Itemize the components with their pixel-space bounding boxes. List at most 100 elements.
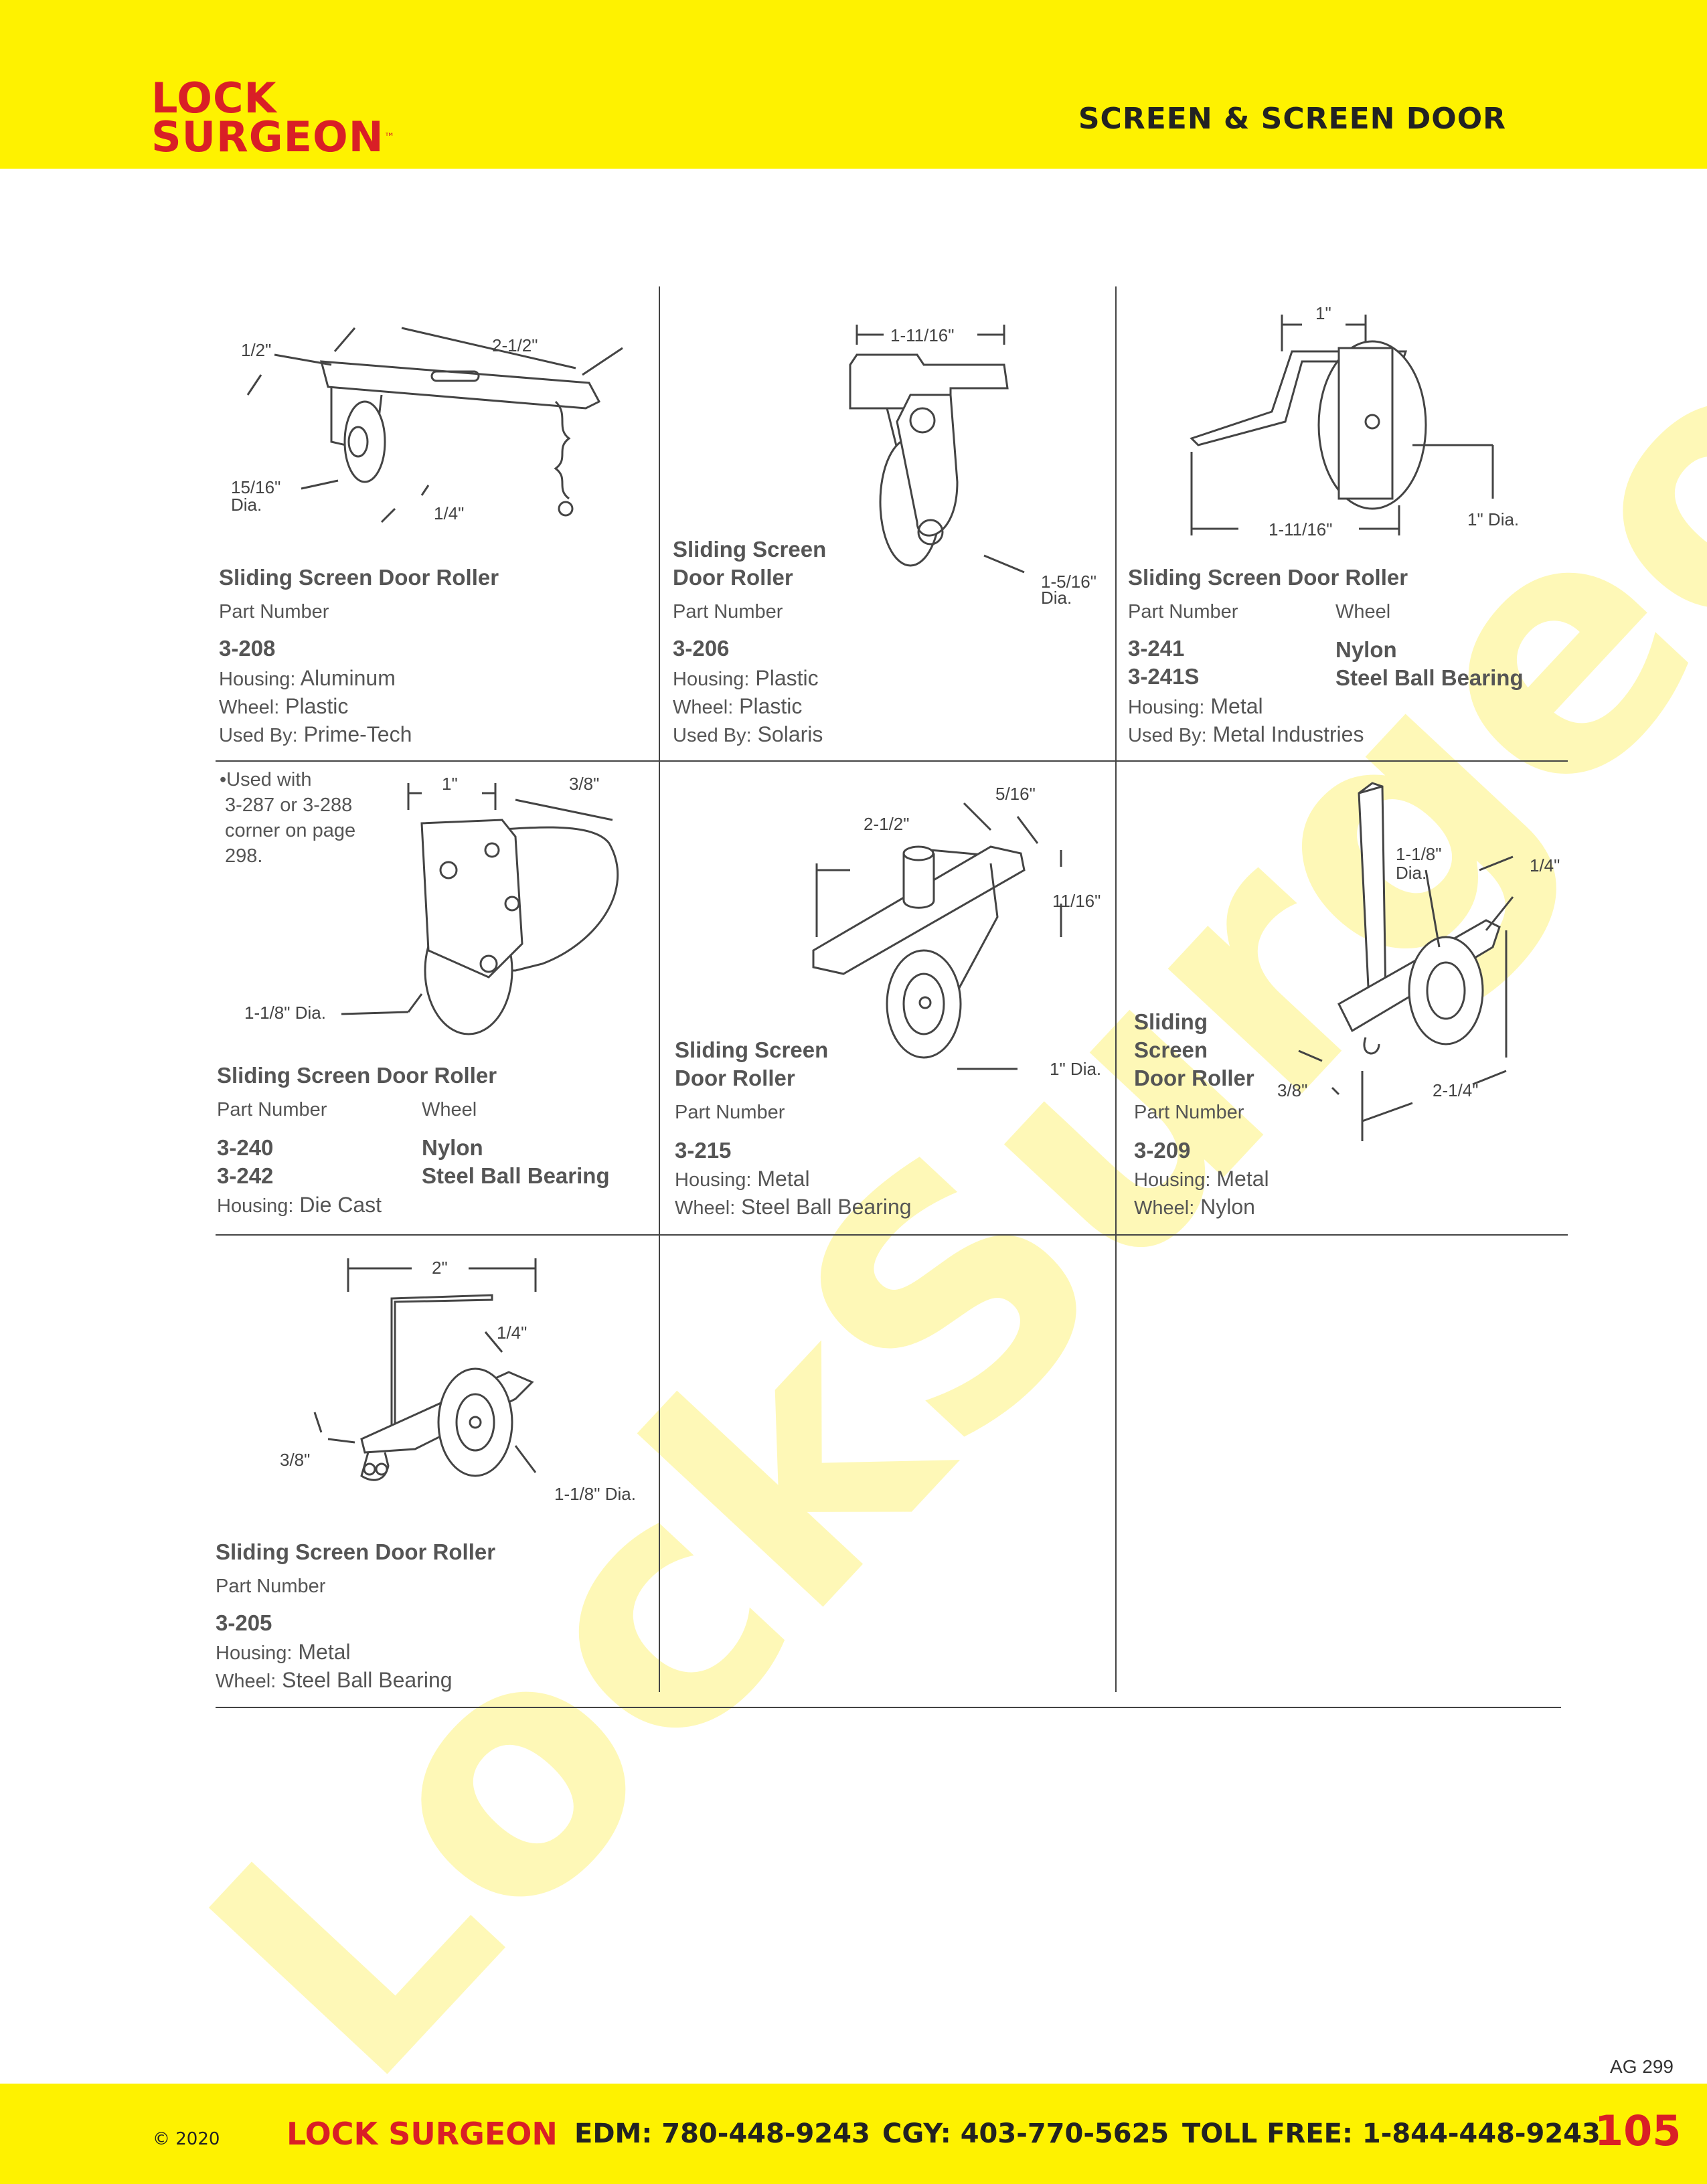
- dim-label: 1": [1315, 303, 1331, 323]
- edmonton-phone: EDM: 780-448-9243: [574, 2118, 870, 2149]
- spec-key: Housing:: [1134, 1169, 1211, 1191]
- dim-label: 1-5/16": [1041, 572, 1096, 592]
- part-number-label: Part Number: [219, 601, 329, 622]
- spec-value: Plastic: [755, 666, 819, 690]
- spec-row: Wheel: Steel Ball Bearing: [675, 1193, 912, 1222]
- part-number: 3-242: [217, 1163, 274, 1188]
- product-title-line-1: Sliding: [1134, 1009, 1208, 1034]
- row-divider-3: [216, 1707, 1561, 1708]
- spec-key: Wheel:: [219, 697, 280, 718]
- spec-value: Metal Industries: [1212, 722, 1364, 746]
- wheel-type: Steel Ball Bearing: [422, 1163, 610, 1188]
- column-divider-1: [659, 286, 660, 1692]
- column-divider-2: [1115, 286, 1117, 1692]
- spec-key: Housing:: [216, 1643, 293, 1664]
- part-number-label: Part Number: [216, 1576, 326, 1597]
- page-number: 105: [1595, 2106, 1682, 2155]
- product-title: Sliding Screen Door Roller: [217, 1063, 497, 1088]
- lock-surgeon-logo: LOCK SURGEON™: [151, 78, 396, 158]
- spec-value: Steel Ball Bearing: [741, 1195, 912, 1219]
- roller-3-206-drawing: 1-11/16" 1-5/16" Dia.: [830, 315, 1096, 608]
- dim-label: Dia.: [1041, 588, 1072, 608]
- dim-label: 2-1/2": [492, 335, 538, 355]
- part-number-label: Part Number: [1128, 601, 1238, 622]
- product-title-line-2: Door Roller: [673, 565, 793, 590]
- row-divider-1: [216, 760, 1568, 762]
- spec-value: Metal: [298, 1640, 351, 1664]
- spec-value: Prime-Tech: [303, 722, 412, 746]
- spec-row: Wheel: Steel Ball Bearing: [216, 1666, 453, 1695]
- page-header: LOCK SURGEON™ SCREEN & SCREEN DOOR: [0, 0, 1707, 169]
- product-title-line-3: Door Roller: [1134, 1066, 1254, 1090]
- spec-value: Plastic: [739, 694, 803, 718]
- spec-row: Used By: Prime-Tech: [219, 720, 412, 750]
- spec-key: Wheel:: [673, 697, 734, 718]
- spec-key: Housing:: [1128, 697, 1205, 718]
- roller-3-215-drawing: 2-1/2" 5/16" 11/16" 1" Dia.: [812, 784, 1101, 1079]
- dim-label: 1/4": [497, 1323, 527, 1343]
- wheel-label: Wheel: [1335, 601, 1391, 622]
- dim-label: 1/4": [434, 503, 464, 523]
- wheel-type: Steel Ball Bearing: [1335, 665, 1524, 690]
- spec-row: Wheel: Plastic: [673, 692, 802, 722]
- part-number-label: Part Number: [673, 601, 783, 622]
- spec-key: Housing:: [675, 1169, 752, 1191]
- spec-value: Die Cast: [299, 1193, 382, 1217]
- part-number: 3-241: [1128, 636, 1185, 661]
- product-title: Sliding Screen Door Roller: [219, 565, 499, 590]
- spec-key: Wheel:: [1134, 1197, 1195, 1219]
- spec-key: Wheel:: [216, 1671, 276, 1692]
- usage-note-line: 298.: [225, 845, 263, 867]
- product-title-line-1: Sliding Screen: [675, 1037, 829, 1062]
- roller-3-205-drawing: 2" 1/4" 3/8" 1-1/8" Dia.: [280, 1258, 636, 1504]
- roller-3-241-drawing: 1" 1-11/16" 1" Dia.: [1190, 303, 1519, 539]
- dim-label: 15/16": [231, 477, 280, 497]
- spec-row: Housing: Metal: [1134, 1165, 1269, 1194]
- part-number: 3-205: [216, 1610, 272, 1635]
- trademark-symbol: ™: [384, 131, 396, 143]
- spec-row: Used By: Metal Industries: [1128, 720, 1364, 750]
- logo-line-2: SURGEON™: [151, 116, 396, 158]
- part-number-label: Part Number: [217, 1099, 327, 1120]
- dim-label: 1": [442, 774, 458, 794]
- spec-key: Used By:: [673, 725, 752, 746]
- toll-free-phone: TOLL FREE: 1-844-448-9243: [1182, 2118, 1601, 2149]
- usage-note-line: corner on page: [225, 820, 356, 841]
- spec-row: Housing: Plastic: [673, 664, 819, 693]
- spec-row: Wheel: Nylon: [1134, 1193, 1255, 1222]
- part-number: 3-241S: [1128, 664, 1200, 689]
- dim-label: 3/8": [1277, 1080, 1307, 1100]
- usage-note-line: 3-287 or 3-288: [225, 794, 353, 816]
- roller-3-209-drawing: 1-1/8" Dia. 1/4" 3/8" 2-1/4": [1277, 782, 1560, 1141]
- usage-note-line: •Used with: [220, 769, 312, 790]
- spec-row: Housing: Metal: [1128, 692, 1263, 722]
- spec-row: Housing: Aluminum: [219, 664, 396, 693]
- product-title-line-2: Door Roller: [675, 1066, 795, 1090]
- wheel-label: Wheel: [422, 1099, 477, 1120]
- dim-label: Dia.: [1396, 863, 1427, 883]
- spec-value: Plastic: [285, 694, 349, 718]
- copyright: © 2020: [153, 2129, 220, 2149]
- row-divider-2: [216, 1234, 1568, 1236]
- part-number: 3-209: [1134, 1138, 1191, 1163]
- section-title: SCREEN & SCREEN DOOR: [1078, 102, 1506, 136]
- spec-key: Wheel:: [675, 1197, 736, 1219]
- roller-3-240-drawing: 1" 3/8" 1-1/8" Dia.: [244, 774, 619, 1035]
- spec-value: Nylon: [1200, 1195, 1255, 1219]
- spec-row: Wheel: Plastic: [219, 692, 348, 722]
- dim-label: 1-1/8" Dia.: [244, 1003, 326, 1023]
- dim-label: 1-1/8": [1396, 844, 1442, 864]
- wheel-type: Nylon: [1335, 637, 1397, 662]
- wheel-type: Nylon: [422, 1135, 483, 1160]
- spec-value: Metal: [1210, 694, 1263, 718]
- roller-3-208-drawing: 1/2" 2-1/2" 15/16" Dia. 1/4": [231, 327, 623, 523]
- part-number: 3-208: [219, 636, 276, 661]
- dim-label: 1-11/16": [1269, 519, 1332, 539]
- footer-brand: LOCK SURGEON: [287, 2116, 558, 2152]
- dim-label: 1/4": [1530, 855, 1560, 875]
- dim-label: 1/2": [241, 340, 271, 360]
- dim-label: 2-1/4": [1433, 1080, 1479, 1100]
- spec-key: Used By:: [1128, 725, 1207, 746]
- catalog-code: AG 299: [1610, 2056, 1674, 2077]
- dim-label: 3/8": [569, 774, 599, 794]
